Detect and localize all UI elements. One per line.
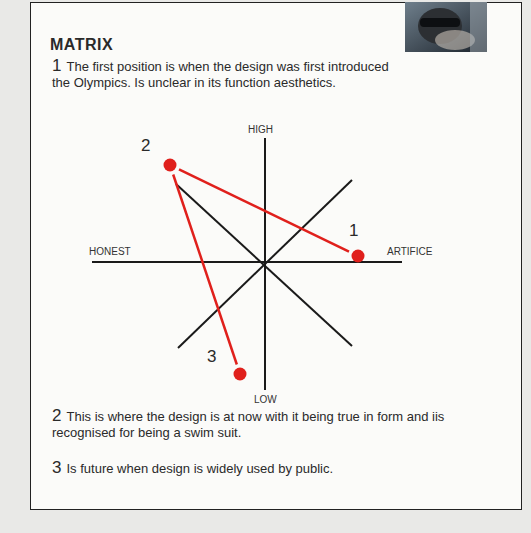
point-number: 2	[141, 136, 150, 156]
matrix-point: 3	[233, 367, 247, 381]
red-connector	[173, 174, 237, 364]
point-number: 3	[207, 347, 216, 367]
note-paragraph: 1The first position is when the design w…	[52, 58, 402, 91]
matrix-point: 2	[163, 158, 177, 172]
red-dot	[163, 158, 177, 172]
diagram-title: MATRIX	[50, 36, 113, 54]
axis-label: LOW	[253, 394, 278, 405]
red-dot	[233, 367, 247, 381]
callout-number: 1	[52, 56, 61, 75]
note-text: This is where the design is at now with …	[52, 409, 444, 440]
red-connector	[179, 169, 349, 251]
point-number: 1	[349, 221, 358, 241]
matrix-axes	[92, 138, 402, 390]
axis-label: HIGH	[247, 124, 274, 135]
red-dot	[351, 249, 365, 263]
axis-label: ARTIFICE	[386, 246, 433, 257]
note-text: The first position is when the design wa…	[52, 59, 389, 90]
note-paragraph: 2This is where the design is at now with…	[52, 408, 497, 441]
corner-photo	[405, 2, 487, 52]
note-paragraph: 3 Is future when design is widely used by…	[52, 460, 497, 477]
matrix-point: 1	[351, 249, 365, 263]
axis-label: HONEST	[88, 246, 132, 257]
callout-number: 3	[52, 458, 61, 477]
callout-number: 2	[52, 406, 61, 425]
note-text: Is future when design is widely used by …	[66, 461, 333, 476]
